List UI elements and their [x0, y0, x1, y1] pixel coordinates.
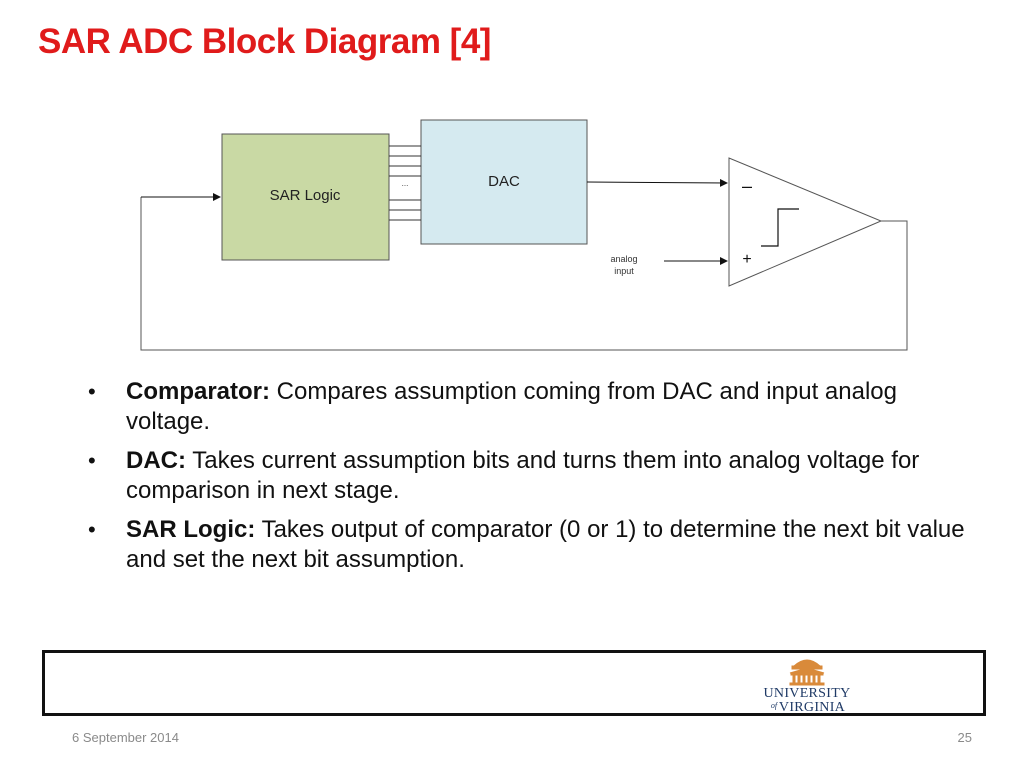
logo-virginia: VIRGINIA — [779, 700, 846, 715]
bullet-text: Takes output of comparator (0 or 1) to d… — [126, 516, 965, 573]
bullet-text: Takes current assumption bits and turns … — [126, 447, 920, 504]
footer-date: 6 September 2014 — [72, 730, 179, 745]
analog-input-label-line2: input — [614, 266, 634, 276]
analog-input-label-line1: analog — [610, 254, 637, 264]
dac-label: DAC — [488, 173, 520, 190]
bus-ellipsis: ... — [402, 179, 409, 188]
dac-block — [420, 119, 588, 245]
page-number: 25 — [957, 730, 972, 745]
bullet-comparator: • Comparator: Compares assumption coming… — [88, 377, 968, 437]
bullet-term: SAR Logic: — [126, 516, 256, 543]
bullet-dot: • — [88, 517, 96, 542]
bullet-list: • Comparator: Compares assumption coming… — [88, 377, 968, 584]
sar-adc-block-diagram: SAR Logic DAC ... analog input – + — [140, 119, 908, 351]
comparator-step-symbol — [761, 208, 799, 247]
bullet-dot: • — [88, 448, 96, 473]
logo-university: UNIVERSITY — [764, 686, 851, 701]
logo-of: of — [771, 701, 779, 710]
footer-banner — [42, 650, 986, 716]
bullet-term: DAC: — [126, 447, 186, 474]
rotunda-icon — [789, 659, 825, 686]
bullet-sar-logic: • SAR Logic: Takes output of comparator … — [88, 515, 968, 575]
bullet-text: Compares assumption coming from DAC and … — [126, 378, 897, 435]
bullet-dot: • — [88, 379, 96, 404]
university-of-virginia-logo: UNIVERSITY of VIRGINIA — [764, 659, 851, 715]
sar-logic-block — [221, 133, 390, 261]
comparator-plus-sign: + — [742, 251, 751, 268]
comparator-triangle — [728, 157, 883, 287]
comparator-minus-sign: – — [742, 176, 752, 196]
feedback-loop-line — [140, 197, 908, 351]
bullet-dac: • DAC: Takes current assumption bits and… — [88, 446, 968, 506]
sar-logic-label: SAR Logic — [270, 187, 341, 204]
bullet-term: Comparator: — [126, 378, 271, 405]
bit-bus-lines — [389, 145, 421, 221]
dac-to-comparator-arrow — [586, 178, 728, 187]
slide-title: SAR ADC Block Diagram [4] — [38, 22, 491, 61]
